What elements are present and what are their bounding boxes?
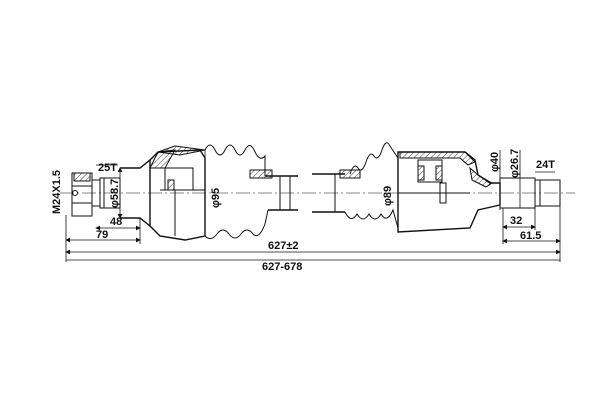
right-diameter-40-label: φ40 xyxy=(489,152,501,172)
right-61-label: 61.5 xyxy=(520,230,541,242)
right-spline-label: 24T xyxy=(536,159,555,171)
left-spline-label: 25T xyxy=(98,162,117,174)
left-joint-diameter-label: φ95 xyxy=(210,188,222,208)
length-range-label: 627-678 xyxy=(262,261,302,273)
left-48-label: 48 xyxy=(110,216,122,228)
left-shaft-diameter-label: φ58.7 xyxy=(109,179,121,208)
length-dimensions xyxy=(65,206,561,262)
right-boot-diameter-label: φ89 xyxy=(382,186,394,206)
diameter-dimensions xyxy=(96,150,555,236)
left-79-label: 79 xyxy=(96,229,108,241)
nominal-length-label: 627±2 xyxy=(268,240,299,252)
thread-label: M24X1.5 xyxy=(51,170,63,214)
right-32-label: 32 xyxy=(510,215,522,227)
left-outer-joint xyxy=(71,144,298,241)
right-inner-joint xyxy=(312,142,561,233)
right-diameter-26-label: φ26.7 xyxy=(509,149,521,178)
